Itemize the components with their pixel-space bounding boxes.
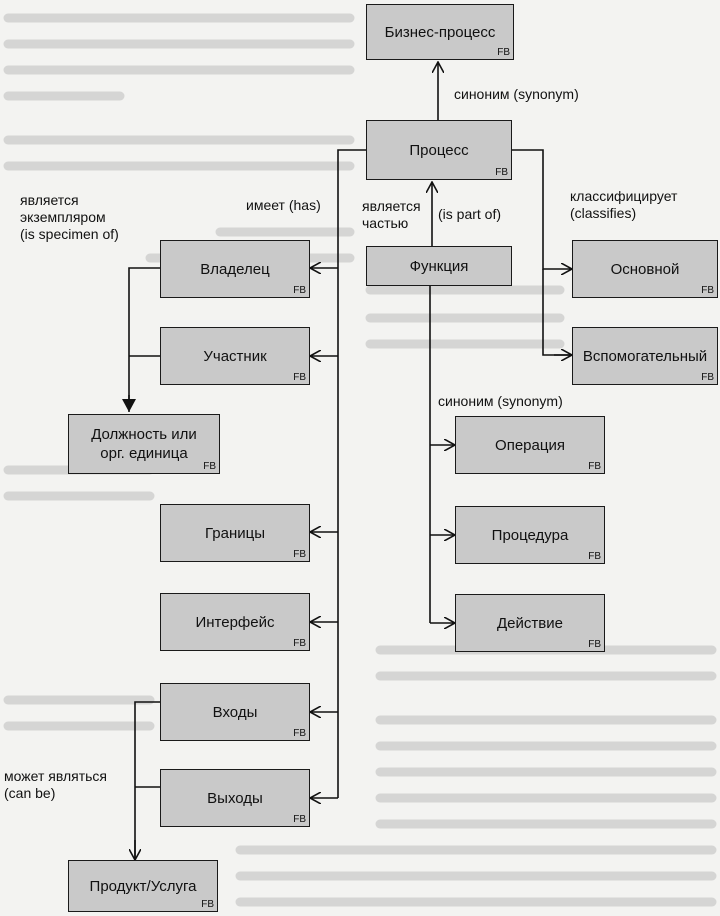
fb-tag: FB	[701, 285, 714, 296]
node-auxiliary[interactable]: Вспомогательный FB	[572, 327, 718, 385]
node-label: Операция	[495, 436, 565, 454]
node-label: Процесс	[409, 141, 469, 159]
node-label: Функция	[409, 257, 469, 275]
node-product[interactable]: Продукт/Услуга FB	[68, 860, 218, 912]
node-label: Процедура	[491, 526, 569, 544]
node-label: Должность или орг. единица	[91, 426, 197, 462]
fb-tag: FB	[497, 47, 510, 58]
edge-label-can-be: может являться (can be)	[4, 768, 107, 801]
node-interface[interactable]: Интерфейс FB	[160, 593, 310, 651]
fb-tag: FB	[588, 551, 601, 562]
fb-tag: FB	[495, 167, 508, 178]
node-procedure[interactable]: Процедура FB	[455, 506, 605, 564]
node-business-process[interactable]: Бизнес-процесс FB	[366, 4, 514, 60]
node-label: Интерфейс	[195, 613, 275, 631]
edge-can-be	[134, 701, 160, 858]
node-participant[interactable]: Участник FB	[160, 327, 310, 385]
fb-tag: FB	[588, 461, 601, 472]
edge-label-is-part-en: (is part of)	[438, 206, 502, 222]
fb-tag: FB	[293, 728, 306, 739]
node-label: Участник	[203, 347, 267, 365]
node-inputs[interactable]: Входы FB	[160, 683, 310, 741]
node-label: Продукт/Услуга	[89, 877, 197, 895]
node-boundaries[interactable]: Границы FB	[160, 504, 310, 562]
edge-label-is-part-ru: является частью	[362, 198, 421, 231]
node-process[interactable]: Процесс FB	[366, 120, 512, 180]
node-function[interactable]: Функция	[366, 246, 512, 286]
fb-tag: FB	[293, 372, 306, 383]
node-label: Основной	[610, 260, 680, 278]
edge-label-synonym-mid: синоним (synonym)	[438, 393, 563, 409]
node-label: Входы	[212, 703, 258, 721]
fb-tag: FB	[293, 814, 306, 825]
node-action[interactable]: Действие FB	[455, 594, 605, 652]
node-label: Действие	[497, 614, 563, 632]
fb-tag: FB	[201, 899, 214, 910]
edge-label-is-specimen: является экземпляром (is specimen of)	[20, 192, 119, 242]
node-outputs[interactable]: Выходы FB	[160, 769, 310, 827]
fb-tag: FB	[293, 638, 306, 649]
node-label: Бизнес-процесс	[384, 23, 496, 41]
fb-tag: FB	[293, 285, 306, 296]
node-position[interactable]: Должность или орг. единица FB	[68, 414, 220, 474]
edge-label-classifies: классифицирует (classifies)	[570, 188, 678, 221]
node-label: Выходы	[207, 789, 263, 807]
fb-tag: FB	[203, 461, 216, 472]
fb-tag: FB	[588, 639, 601, 650]
node-label: Вспомогательный	[582, 347, 708, 365]
fb-tag: FB	[293, 549, 306, 560]
node-label: Владелец	[200, 260, 270, 278]
edge-specimen	[128, 267, 160, 410]
fb-tag: FB	[701, 372, 714, 383]
edge-label-has: имеет (has)	[246, 197, 321, 213]
node-main[interactable]: Основной FB	[572, 240, 718, 298]
edge-classifies-aux	[542, 269, 572, 356]
node-label: Границы	[205, 524, 265, 542]
edge-classifies-main	[512, 149, 572, 269]
node-owner[interactable]: Владелец FB	[160, 240, 310, 298]
node-operation[interactable]: Операция FB	[455, 416, 605, 474]
edge-label-synonym-top: синоним (synonym)	[454, 86, 579, 102]
edge-has-trunk	[337, 149, 366, 798]
